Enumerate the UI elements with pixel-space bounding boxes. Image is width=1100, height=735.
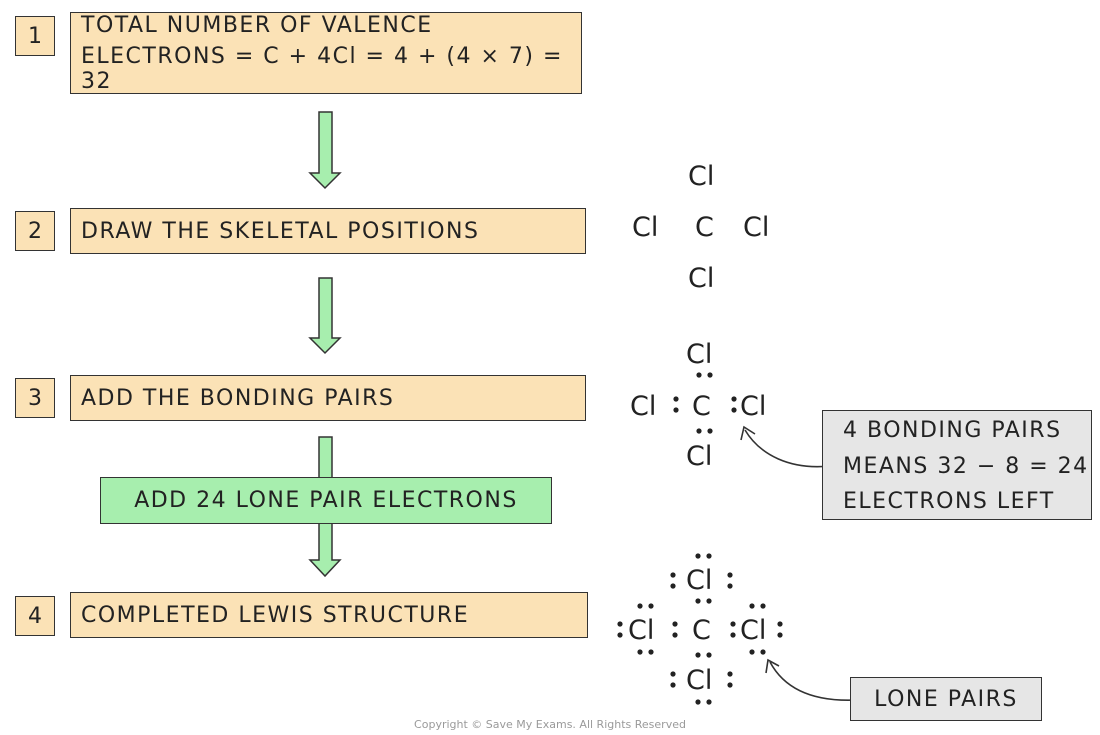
skeletal-c: C xyxy=(695,212,714,243)
lewis-cl-bottom: Cl xyxy=(686,665,713,696)
bonding-note-line3: ELECTRONS LEFT xyxy=(843,489,1055,514)
step-2-box: DRAW THE SKELETAL POSITIONS xyxy=(70,208,586,254)
bonding-note-line2: MEANS 32 − 8 = 24 xyxy=(843,454,1089,479)
bonding-cl-left: Cl xyxy=(630,391,657,422)
lewis-c: C xyxy=(692,615,711,646)
bonding-pairs-note: 4 BONDING PAIRS MEANS 32 − 8 = 24 ELECTR… xyxy=(822,410,1092,520)
step-4-number: 4 xyxy=(15,596,55,636)
down-arrow-2 xyxy=(308,277,342,355)
bonding-c: C xyxy=(692,391,711,422)
step-1-line1: TOTAL NUMBER OF VALENCE xyxy=(81,12,433,38)
copyright-text: Copyright © Save My Exams. All Rights Re… xyxy=(414,718,686,731)
lewis-cl-right: Cl xyxy=(740,615,767,646)
skeletal-cl-bottom: Cl xyxy=(688,263,715,294)
step-4-box: COMPLETED LEWIS STRUCTURE xyxy=(70,592,588,638)
step-1-box: TOTAL NUMBER OF VALENCE ELECTRONS = C + … xyxy=(70,12,582,94)
bonding-note-line1: 4 BONDING PAIRS xyxy=(843,418,1062,443)
bonding-cl-bottom: Cl xyxy=(686,441,713,472)
bonding-note-leader xyxy=(744,429,831,468)
step-2-number: 2 xyxy=(15,211,55,251)
down-arrow-1 xyxy=(308,111,342,190)
bonding-cl-right: Cl xyxy=(740,391,767,422)
skeletal-cl-right: Cl xyxy=(743,212,770,243)
skeletal-cl-left: Cl xyxy=(632,212,659,243)
bonding-cl-top: Cl xyxy=(686,339,713,370)
skeletal-cl-top: Cl xyxy=(688,161,715,192)
add-lone-pairs-box: ADD 24 LONE PAIR ELECTRONS xyxy=(100,477,552,524)
step-3-number: 3 xyxy=(15,378,55,418)
step-1-number: 1 xyxy=(15,16,55,56)
lone-pairs-leader xyxy=(769,661,858,701)
lone-pairs-label: LONE PAIRS xyxy=(850,677,1042,721)
step-1-line2: ELECTRONS = C + 4Cl = 4 + (4 × 7) = 32 xyxy=(81,43,563,94)
step-3-box: ADD THE BONDING PAIRS xyxy=(70,375,586,421)
lewis-cl-top: Cl xyxy=(686,565,713,596)
lewis-cl-left: Cl xyxy=(628,615,655,646)
